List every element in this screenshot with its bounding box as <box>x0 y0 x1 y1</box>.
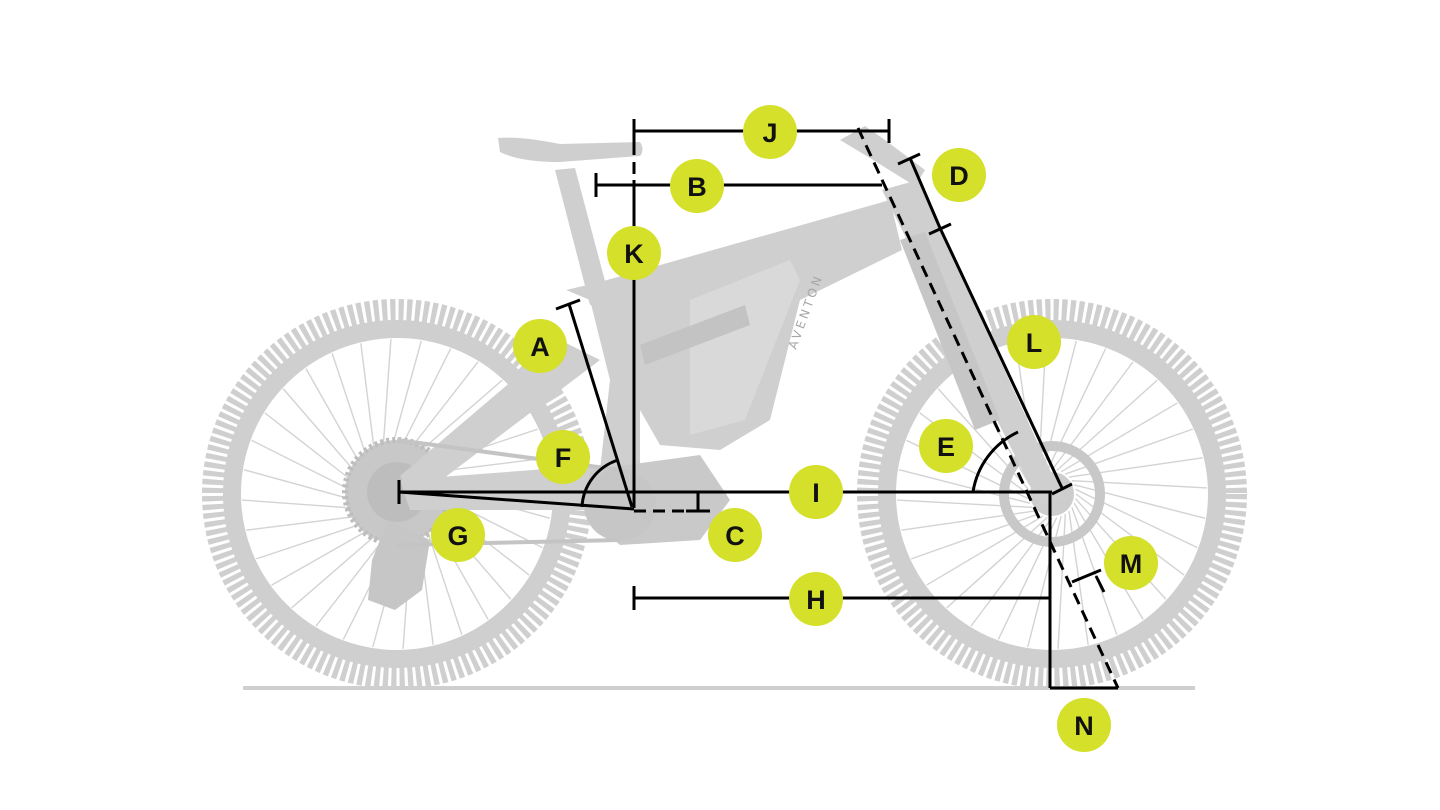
measure-line-m <box>1071 568 1102 584</box>
label-n: N <box>1057 698 1111 752</box>
fork-stanchion <box>900 232 1000 430</box>
seatstay <box>400 340 600 500</box>
svg-text:L: L <box>1026 328 1043 358</box>
measure-line-g <box>398 490 635 511</box>
wheel-spoke <box>1071 479 1207 489</box>
label-i: I <box>789 465 843 519</box>
svg-text:M: M <box>1120 549 1143 579</box>
wheel-spoke <box>946 517 1048 609</box>
wheel-spoke <box>897 499 1033 509</box>
wheel-spoke <box>910 513 1039 560</box>
label-k: K <box>607 226 661 280</box>
label-c: C <box>708 508 762 562</box>
steering-axis-dashed <box>856 127 1120 689</box>
svg-text:D: D <box>949 161 969 191</box>
measurement-labels: J B D K A L F E <box>431 105 1158 752</box>
angle-arc-e <box>971 430 1019 493</box>
label-a: A <box>513 319 567 373</box>
measure-line-d <box>908 157 942 229</box>
svg-text:B: B <box>687 172 707 202</box>
svg-text:F: F <box>555 443 572 473</box>
label-f: F <box>536 430 590 484</box>
saddle <box>498 137 643 162</box>
label-l: L <box>1007 315 1061 369</box>
label-b: B <box>670 159 724 213</box>
svg-text:N: N <box>1074 711 1094 741</box>
label-d: D <box>932 148 986 202</box>
wheel-spoke <box>1056 379 1158 471</box>
seatpost <box>555 168 610 305</box>
label-e: E <box>919 419 973 473</box>
wheel-spoke <box>1060 402 1178 473</box>
rear-derailleur <box>368 520 430 610</box>
wheel-spoke <box>926 515 1044 586</box>
wheel-spoke <box>1057 513 1067 649</box>
wheel-spoke <box>1065 428 1194 475</box>
svg-text:G: G <box>447 521 468 551</box>
svg-text:H: H <box>806 585 826 615</box>
handlebar <box>840 126 925 186</box>
svg-text:A: A <box>530 332 550 362</box>
chainring <box>584 469 656 541</box>
svg-text:J: J <box>762 118 777 148</box>
measure-line-l <box>938 227 1064 489</box>
angle-arc-f <box>580 458 619 508</box>
battery-window <box>690 260 800 435</box>
measure-line-a <box>567 303 634 508</box>
rear-shock <box>640 305 750 365</box>
svg-text:E: E <box>937 432 955 462</box>
label-h: H <box>789 572 843 626</box>
label-g: G <box>431 508 485 562</box>
bike-silhouette: AVENTON <box>202 126 1247 690</box>
label-j: J <box>743 105 797 159</box>
svg-text:I: I <box>812 478 820 508</box>
svg-text:C: C <box>725 521 745 551</box>
label-m: M <box>1104 536 1158 590</box>
svg-text:K: K <box>624 239 644 269</box>
